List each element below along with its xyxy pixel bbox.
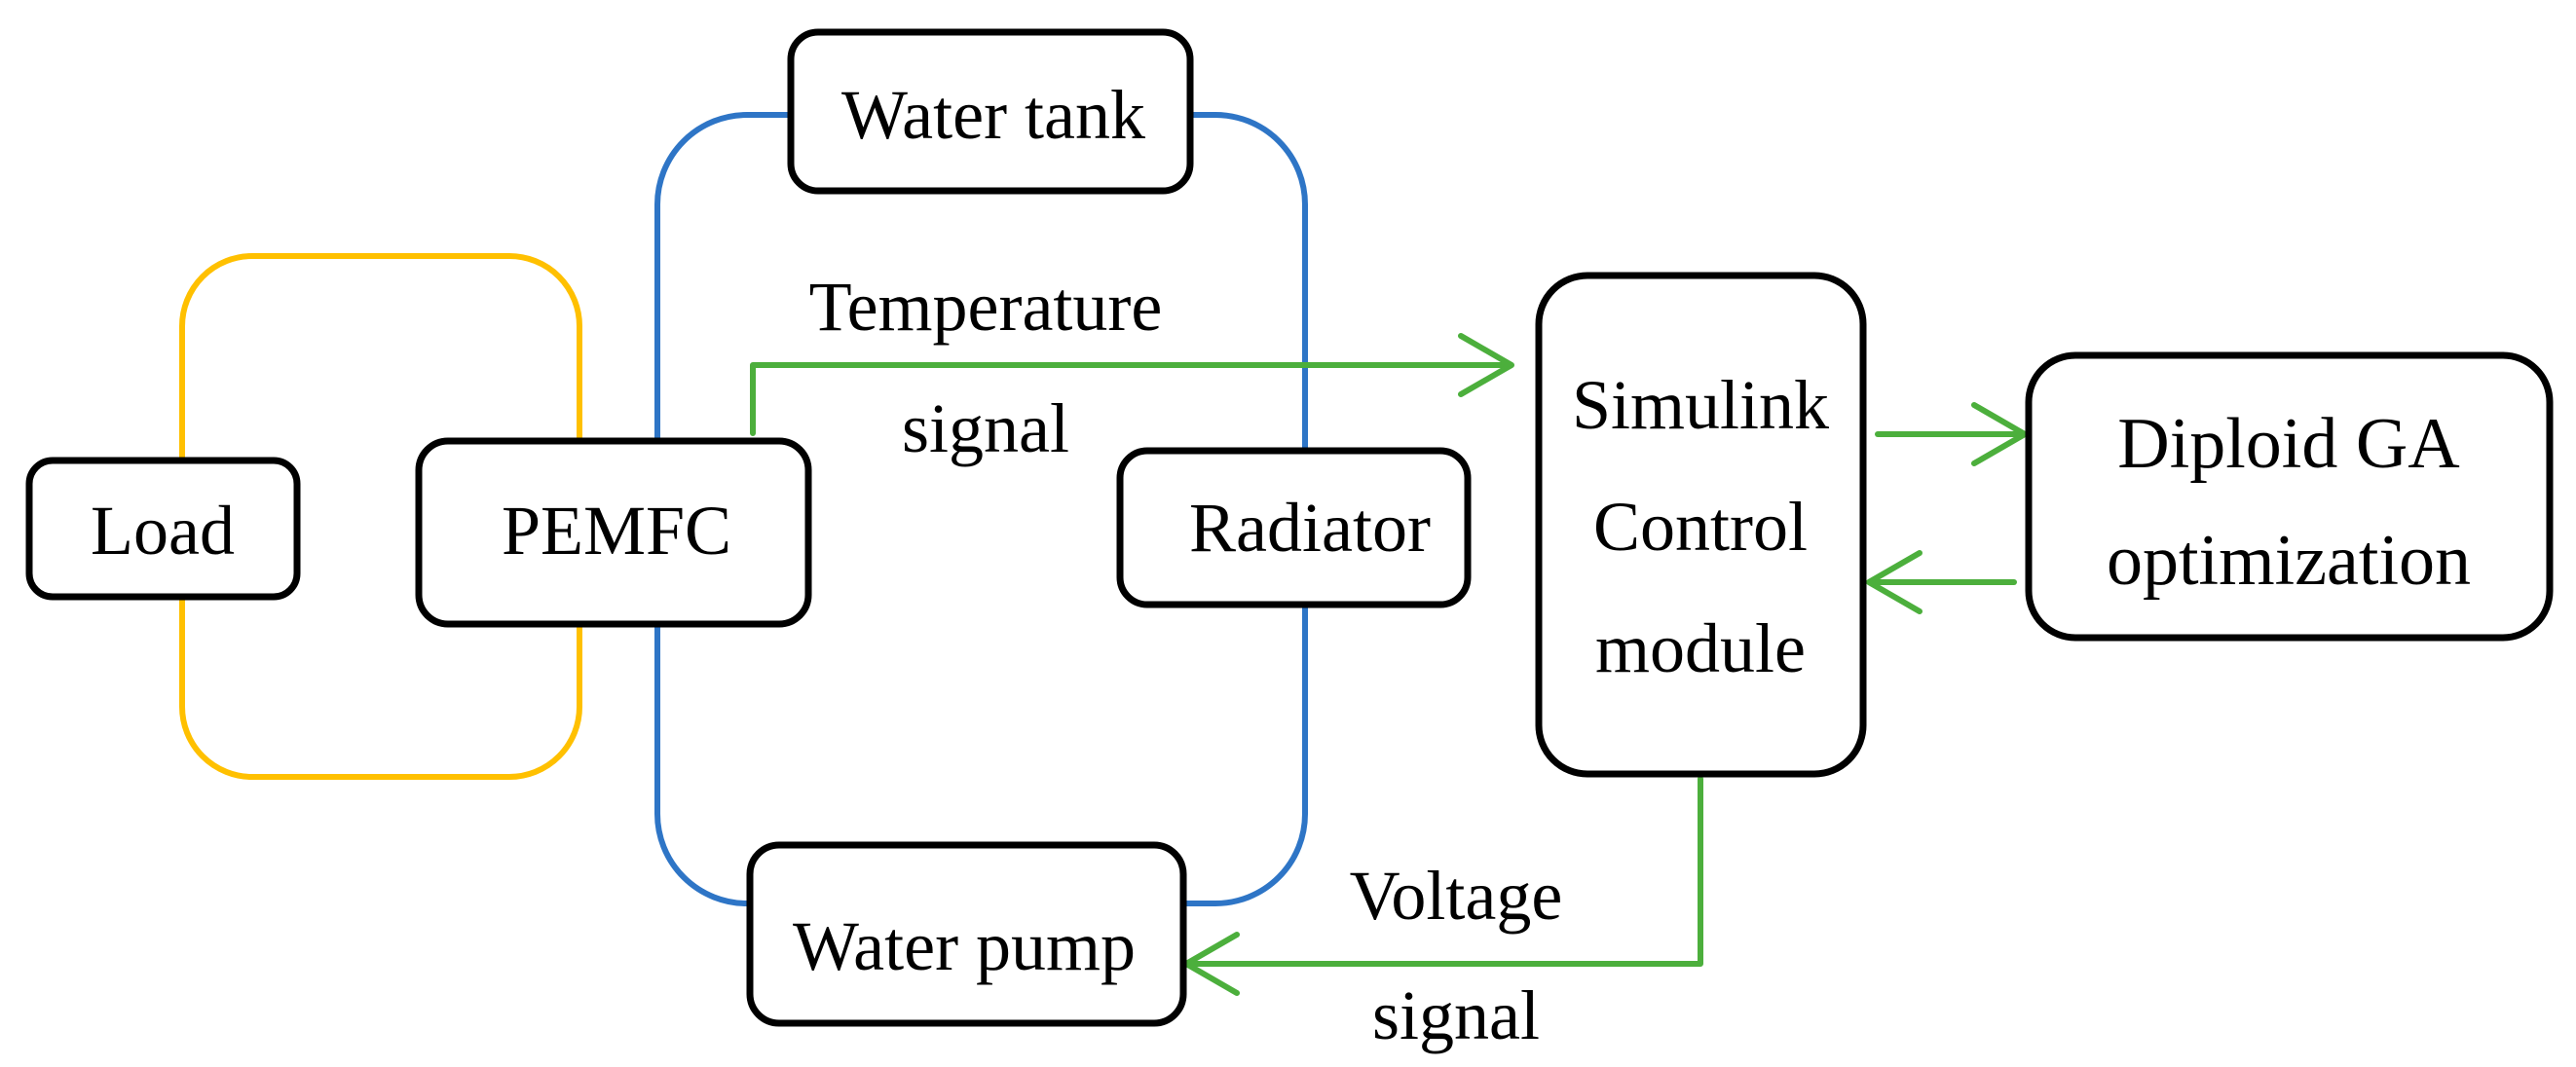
voltage-signal-line <box>1190 776 1703 967</box>
radiator-label: Radiator <box>1189 489 1431 567</box>
load-label: Load <box>91 492 235 570</box>
simulink-control-node: Simulink Control module <box>1535 272 1867 778</box>
load-node: Load <box>25 457 301 601</box>
water-pump-node: Water pump <box>746 841 1187 1027</box>
diploid-label-line-2: optimization <box>2107 521 2471 601</box>
temperature-signal-label-line-2: signal <box>902 389 1069 467</box>
voltage-signal-label-line-1: Voltage <box>1350 857 1563 935</box>
diploid-ga-node: Diploid GA optimization <box>2025 351 2554 642</box>
from-optimizer-arrowhead <box>1866 550 1923 614</box>
simulink-label-line-3: module <box>1595 609 1806 687</box>
pemfc-label: PEMFC <box>502 492 731 570</box>
simulink-label-line-1: Simulink <box>1572 366 1829 444</box>
temperature-signal-arrowhead <box>1458 333 1514 397</box>
simulink-label-line-2: Control <box>1593 488 1808 566</box>
voltage-signal-label-line-2: signal <box>1372 976 1540 1054</box>
diploid-label-line-1: Diploid GA <box>2117 404 2460 484</box>
temperature-signal-line <box>750 362 1508 436</box>
pemfc-node: PEMFC <box>415 437 812 628</box>
temperature-signal-label-line-1: Temperature <box>809 268 1163 346</box>
to-optimizer-arrowhead <box>1971 402 2028 466</box>
water-tank-node: Water tank <box>787 28 1194 195</box>
water-tank-label: Water tank <box>841 76 1145 154</box>
radiator-node: Radiator <box>1116 447 1472 608</box>
water-pump-label: Water pump <box>793 907 1136 985</box>
